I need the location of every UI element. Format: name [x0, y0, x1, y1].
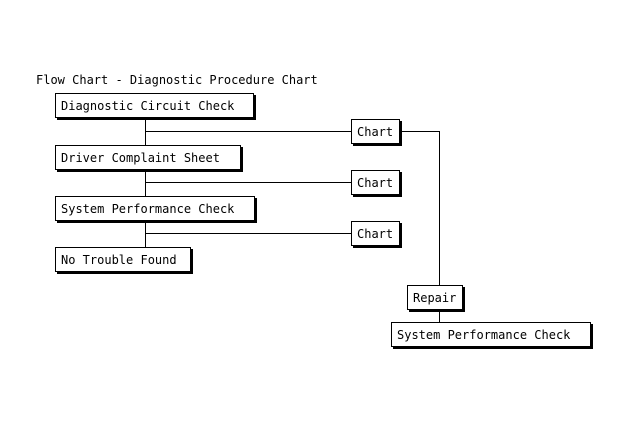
node-diagnostic-circuit-check: Diagnostic Circuit Check: [55, 93, 254, 118]
node-system-performance-check: System Performance Check: [55, 196, 255, 221]
node-system-performance-check-final: System Performance Check: [391, 322, 591, 347]
node-chart-1: Chart: [351, 119, 400, 144]
diagram-title: Flow Chart - Diagnostic Procedure Chart: [36, 73, 318, 87]
node-chart-2: Chart: [351, 170, 400, 195]
node-chart-3: Chart: [351, 221, 400, 246]
node-repair: Repair: [407, 285, 463, 310]
node-no-trouble-found: No Trouble Found: [55, 247, 191, 272]
node-driver-complaint-sheet: Driver Complaint Sheet: [55, 145, 241, 170]
